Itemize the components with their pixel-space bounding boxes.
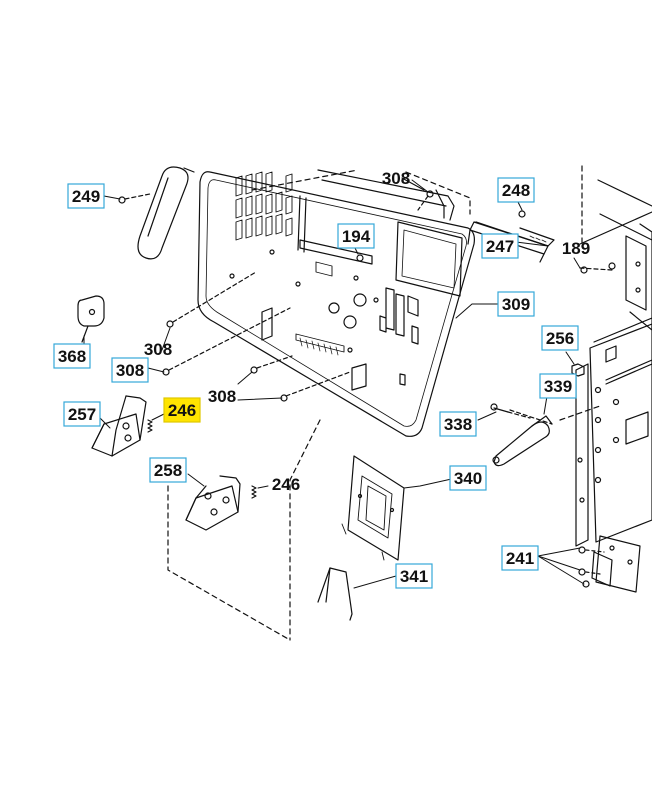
part-label-340[interactable]: 340 [449,465,487,491]
svg-text:308: 308 [144,340,172,359]
bracket-241 [578,535,641,593]
hinge-258 [185,475,257,531]
svg-text:309: 309 [502,295,530,314]
part-label-308-top: 308 [382,169,410,188]
part-label-309[interactable]: 309 [497,291,535,317]
svg-text:247: 247 [486,237,514,256]
part-label-368[interactable]: 368 [53,343,91,369]
part-label-338[interactable]: 338 [439,411,477,437]
part-label-258[interactable]: 258 [149,457,187,483]
leader-lines [83,179,585,589]
svg-text:246: 246 [272,475,300,494]
main-panel-309 [197,169,475,437]
svg-text:256: 256 [546,329,574,348]
svg-text:340: 340 [454,469,482,488]
clip-341 [317,567,353,621]
part-label-246-selected[interactable]: 246 [163,397,201,423]
part-label-247[interactable]: 247 [481,233,519,259]
svg-text:248: 248 [502,181,530,200]
screw-338 [490,403,531,419]
part-labels: 249 308 248 194 247 189 309 368 308 [53,169,590,589]
screw-249 [118,193,151,204]
svg-text:246: 246 [168,401,196,420]
part-label-308-c: 308 [208,387,236,406]
svg-text:241: 241 [506,549,534,568]
svg-text:341: 341 [400,567,428,586]
svg-text:257: 257 [68,405,96,424]
part-label-194[interactable]: 194 [337,223,375,249]
screw-194 [356,254,364,262]
svg-text:258: 258 [154,461,182,480]
svg-text:308: 308 [208,387,236,406]
svg-text:249: 249 [72,187,100,206]
part-label-308-a: 308 [144,340,172,359]
right-frame [559,165,652,547]
svg-text:368: 368 [58,347,86,366]
svg-text:338: 338 [444,415,472,434]
svg-text:308: 308 [382,169,410,188]
hinge-257 [91,395,153,457]
part-label-248[interactable]: 248 [497,177,535,203]
svg-text:194: 194 [342,227,371,246]
cover-plate-340 [341,455,405,561]
part-label-246: 246 [272,475,300,494]
part-label-189: 189 [562,239,590,258]
part-label-249[interactable]: 249 [67,183,105,209]
part-label-308-b[interactable]: 308 [111,357,149,383]
pad-368 [77,295,105,343]
part-label-341[interactable]: 341 [395,563,433,589]
part-label-339[interactable]: 339 [539,373,577,399]
handle-part [137,166,195,260]
svg-text:339: 339 [544,377,572,396]
svg-text:189: 189 [562,239,590,258]
lever-339 [492,409,553,467]
part-label-241[interactable]: 241 [501,545,539,571]
svg-text:308: 308 [116,361,144,380]
screws-308 [162,177,434,402]
part-label-257[interactable]: 257 [63,401,101,427]
part-label-256[interactable]: 256 [541,325,579,351]
